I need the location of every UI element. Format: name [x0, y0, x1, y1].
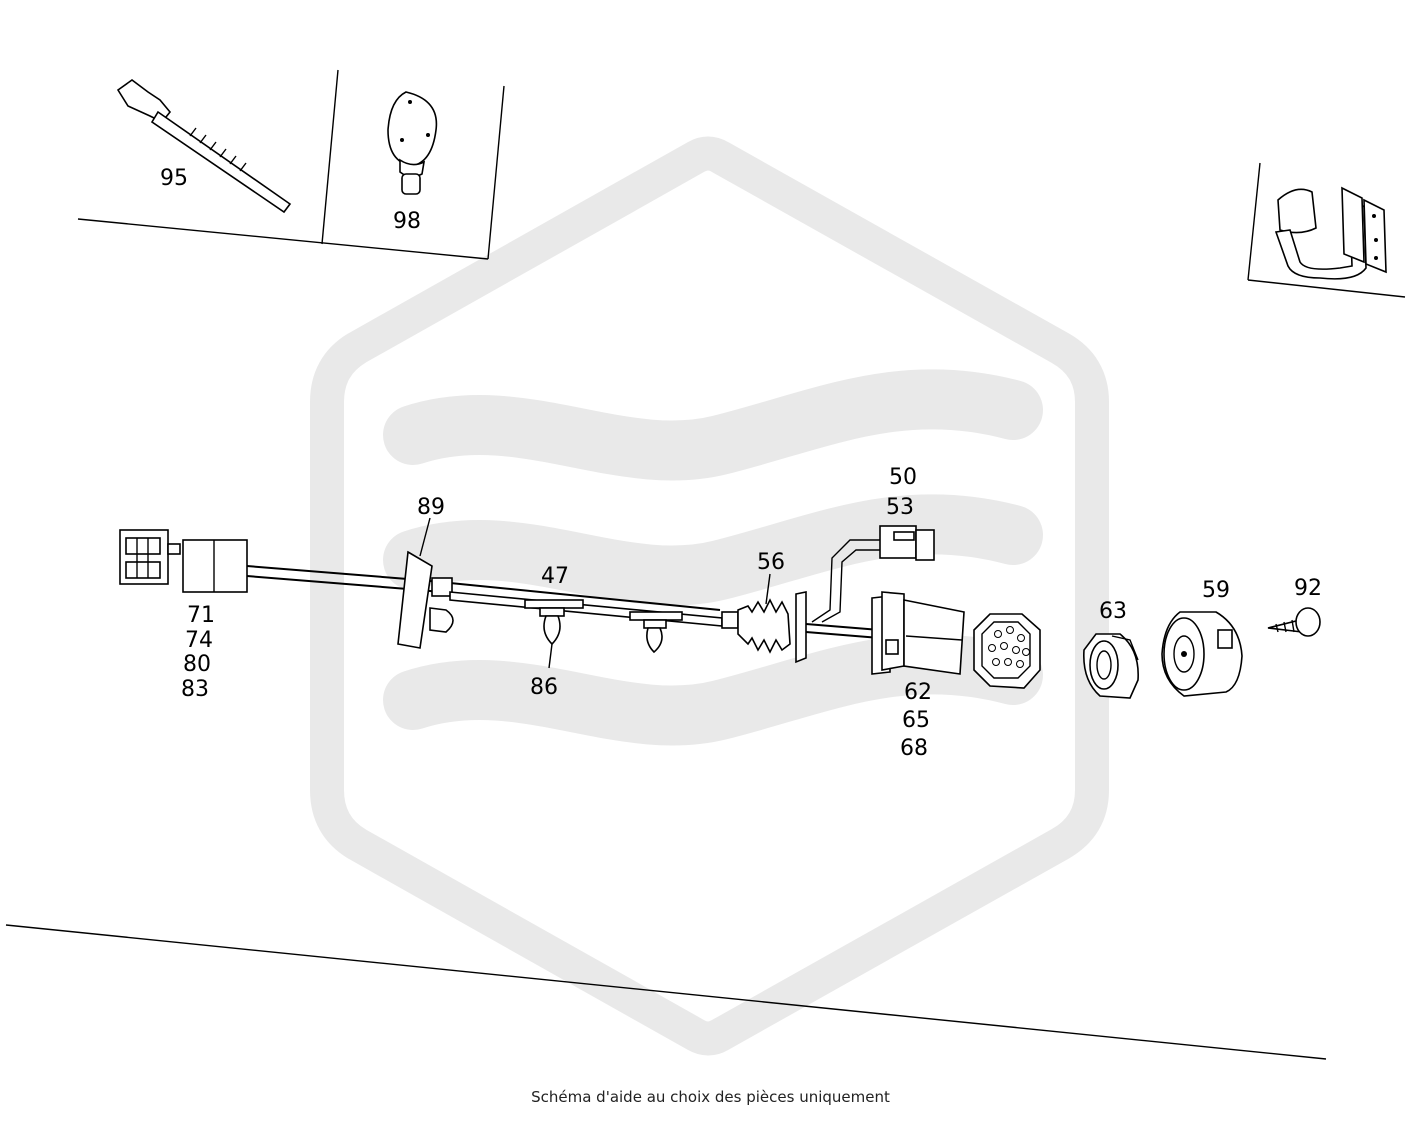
inset-box-top-right	[1247, 162, 1406, 298]
socket-housing-icon	[871, 591, 965, 675]
grommet-plate-icon	[397, 550, 454, 649]
connector-plug-icon	[119, 529, 248, 593]
label-89: 89	[417, 495, 445, 520]
bellows-sleeve-icon	[721, 591, 807, 664]
label-83: 83	[181, 677, 209, 702]
label-47: 47	[541, 564, 569, 589]
label-74: 74	[185, 628, 213, 653]
push-clip-icon	[539, 607, 667, 654]
label-80: 80	[183, 652, 211, 677]
cable-holder-icon	[387, 91, 438, 195]
disclaimer-caption: Schéma d'aide au choix des pièces unique…	[531, 1088, 890, 1106]
mounting-bracket-icon	[1274, 186, 1387, 280]
inset-box-top-left	[77, 69, 505, 260]
ground-line	[5, 924, 1327, 1060]
label-92: 92	[1294, 576, 1322, 601]
label-71: 71	[187, 603, 215, 628]
label-56: 56	[757, 550, 785, 575]
label-86: 86	[530, 675, 558, 700]
mini-socket-icon	[879, 525, 935, 561]
screw-icon	[1267, 607, 1321, 637]
label-53: 53	[886, 495, 914, 520]
multi-pin-plug-icon	[973, 613, 1041, 689]
leader-lines	[419, 517, 771, 669]
cable-tie-icon	[116, 79, 292, 214]
label-62: 62	[904, 680, 932, 705]
lock-nut-icon	[1083, 633, 1139, 699]
label-65: 65	[902, 708, 930, 733]
part-labels: 95 98 89 50 53 47 56 71 74 80 83 86 62 6…	[160, 166, 1322, 761]
wiring-harness	[119, 525, 1321, 699]
label-59: 59	[1202, 578, 1230, 603]
label-95: 95	[160, 166, 188, 191]
label-63: 63	[1099, 599, 1127, 624]
label-68: 68	[900, 736, 928, 761]
trailer-socket-icon	[1161, 611, 1243, 697]
label-50: 50	[889, 465, 917, 490]
label-98: 98	[393, 209, 421, 234]
